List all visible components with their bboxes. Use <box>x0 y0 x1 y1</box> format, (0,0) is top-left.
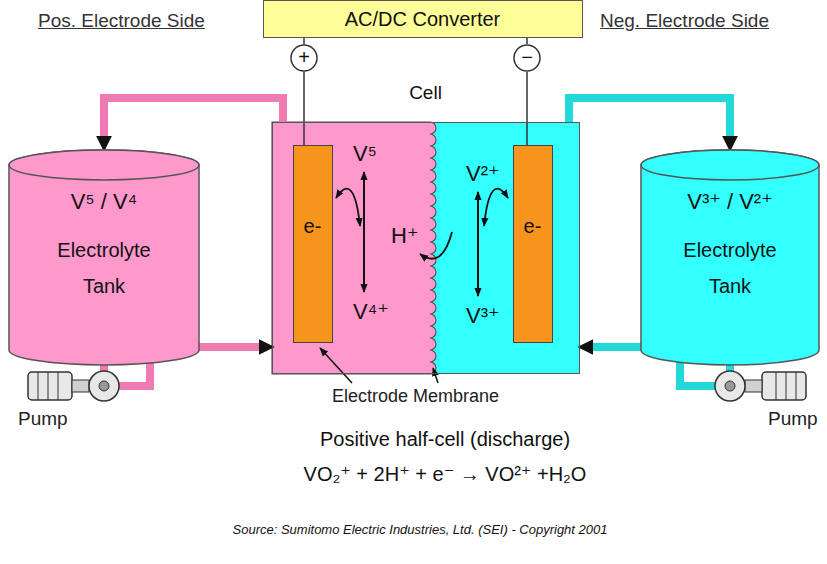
terminal-sign: − <box>513 44 541 71</box>
leader-line <box>320 348 352 383</box>
electron-label: e- <box>294 214 331 238</box>
redox-arrow <box>477 192 479 296</box>
electrode: e- <box>293 145 333 343</box>
leader-line <box>433 368 438 383</box>
half-cell: e- V⁵ V⁴⁺ H⁺ <box>273 123 428 373</box>
motor-fin <box>786 372 787 400</box>
pump-symbol <box>28 371 119 401</box>
pump-hub <box>725 381 735 391</box>
pump-head <box>89 371 119 401</box>
motor-fin <box>776 372 777 400</box>
terminal-sign: + <box>290 44 318 71</box>
part-label: Pump <box>768 408 823 430</box>
electron-arrow <box>484 189 508 226</box>
side-heading: Pos. Electrode Side <box>38 10 278 32</box>
tank-top <box>9 150 199 180</box>
tank-label: Electrolyte Tank <box>44 232 164 304</box>
wire <box>526 38 528 44</box>
ion-label: V³⁺ <box>466 303 512 329</box>
tank-body <box>641 150 819 365</box>
side-heading: Neg. Electrode Side <box>600 10 820 32</box>
redox-arrow <box>363 172 365 292</box>
tank-body <box>9 150 199 365</box>
terminal-circle: + <box>290 44 318 72</box>
electron-label: e- <box>514 214 551 238</box>
motor-fin <box>58 372 59 400</box>
pump-symbol <box>715 371 806 401</box>
wire <box>526 72 528 145</box>
ion-pair: V³⁺ / V²⁺ <box>640 188 820 216</box>
ion-label: V⁴⁺ <box>353 299 403 325</box>
cell-box: e-V⁵V⁴⁺H⁺e-V²⁺V³⁺Cell <box>272 122 580 374</box>
motor-fin <box>38 372 39 400</box>
negative-electrolyte-fill <box>430 122 580 374</box>
terminal-circle: − <box>513 44 541 72</box>
wire <box>303 72 305 145</box>
proton-arrow <box>420 232 452 259</box>
reaction-equation: VO₂⁺ + 2H⁺ + e⁻ → VO²⁺ +H₂O <box>245 462 645 486</box>
ion-label: H⁺ <box>391 223 425 249</box>
ion-label: V²⁺ <box>466 161 512 187</box>
pump-coupling <box>745 380 762 392</box>
ion-pair: V⁵ / V⁴ <box>8 188 200 216</box>
pump-motor <box>762 372 806 400</box>
tank-top <box>641 150 819 180</box>
pump-hub <box>99 381 109 391</box>
cell-label: Cell <box>273 81 578 105</box>
pump-head <box>715 371 745 401</box>
tank-label: Electrolyte Tank <box>670 232 790 304</box>
converter-box: AC/DC Converter <box>263 0 583 38</box>
wire <box>303 38 305 44</box>
electron-arrow <box>336 189 360 226</box>
pump-coupling <box>72 380 89 392</box>
pump-motor <box>28 372 72 400</box>
membrane-outline <box>272 122 436 374</box>
electrolyte-tank: V³⁺ / V²⁺ Electrolyte Tank <box>640 150 820 365</box>
source-caption: Source: Sumitomo Electric Industries, Lt… <box>120 522 720 537</box>
electrolyte-pipe <box>104 98 283 138</box>
motor-fin <box>48 372 49 400</box>
terminal-circle-shape <box>514 45 540 71</box>
box-label: AC/DC Converter <box>264 1 581 37</box>
electrolyte-tank: V⁵ / V⁴ Electrolyte Tank <box>8 150 200 365</box>
ion-label: V⁵ <box>353 141 393 167</box>
reaction-heading: Positive half-cell (discharge) <box>245 428 645 451</box>
electrolyte-pipe <box>569 98 730 138</box>
part-label: Electrode Membrane <box>332 386 552 407</box>
part-label: Pump <box>18 408 78 430</box>
electrode: e- <box>513 145 553 343</box>
half-cell: e- V²⁺ V³⁺ <box>428 123 579 373</box>
terminal-circle-shape <box>291 45 317 71</box>
motor-fin <box>796 372 797 400</box>
